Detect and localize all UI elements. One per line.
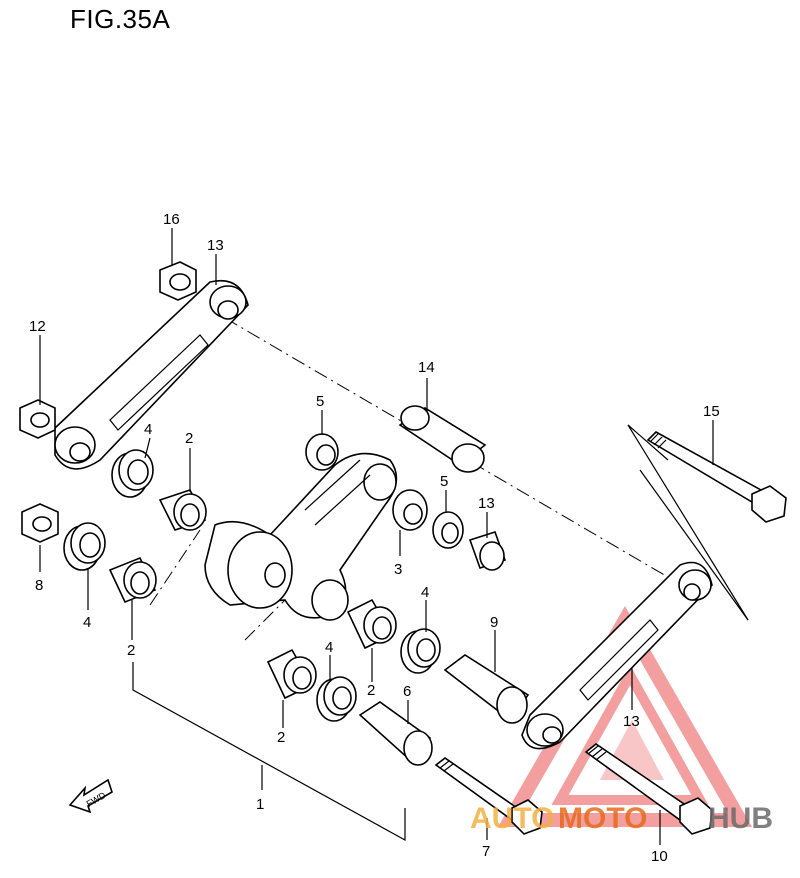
- callout-12: 13: [478, 495, 495, 512]
- assembly-bracket-1: [132, 662, 406, 842]
- callout-2-c: 2: [367, 682, 375, 699]
- oil-seal-4c: [400, 628, 441, 674]
- spacer-12: [468, 531, 507, 571]
- cushion-lever: [204, 452, 398, 621]
- bearing-2a: [158, 489, 207, 531]
- bolt-group-outline: [627, 424, 749, 621]
- cushion-rod-right: [521, 561, 713, 750]
- callout-13-lower: 13: [623, 713, 640, 730]
- callout-2-b: 2: [127, 642, 135, 659]
- callout-6: 6: [403, 683, 411, 700]
- watermark-text-a: AUTO: [470, 802, 554, 835]
- bearing-2b: [108, 556, 157, 604]
- callout-9: 9: [490, 614, 498, 631]
- callout-15: 15: [703, 403, 720, 420]
- callout-14: 14: [418, 359, 435, 376]
- leader-lines: [39, 228, 714, 845]
- oil-seal-4b: [63, 522, 106, 571]
- callout-4-c: 4: [421, 584, 429, 601]
- seal-5b: [432, 511, 464, 549]
- callout-11: 12: [29, 318, 46, 335]
- oil-seal-4d: [316, 676, 357, 722]
- callout-3: 3: [394, 561, 402, 578]
- watermark-text-c: HUB: [708, 802, 773, 835]
- callout-1: 1: [256, 796, 264, 813]
- nut-8: [21, 503, 59, 543]
- figure-title: FIG.35A: [70, 4, 171, 34]
- spacer-14: [398, 405, 487, 473]
- bolt-7: [434, 757, 543, 835]
- watermark-text-b: MOTO: [558, 802, 647, 835]
- callout-2-d: 2: [277, 729, 285, 746]
- callout-16: 16: [163, 211, 180, 228]
- fwd-arrow-icon: FWD: [68, 778, 113, 814]
- callout-4-a: 4: [144, 421, 152, 438]
- nut-16: [159, 261, 197, 301]
- callout-4-b: 4: [83, 614, 91, 631]
- watermark-text: AUTO MOTO HUB: [470, 802, 773, 835]
- nut-11: [19, 399, 56, 439]
- seal-5a: [305, 433, 339, 471]
- bearing-2d: [266, 648, 317, 700]
- callout-4-d: 4: [325, 639, 333, 656]
- callout-5-a: 5: [316, 393, 324, 410]
- callout-7: 7: [482, 843, 490, 860]
- bearing-3: [392, 489, 428, 531]
- callout-2-a: 2: [185, 430, 193, 447]
- callout-labels: 16 13 12 4 2 8 4 2 5 14 3 5 13 15 4 9 4 …: [29, 211, 720, 865]
- cushion-rod-left: [54, 280, 249, 470]
- spacer-9: [443, 654, 530, 724]
- bolt-15: [646, 431, 787, 523]
- spacer-6: [358, 701, 433, 766]
- bolt-10: [584, 743, 713, 835]
- oil-seal-4a: [111, 449, 154, 498]
- callout-5-b: 5: [440, 473, 448, 490]
- bearing-2c: [346, 598, 397, 650]
- callout-13-upper: 13: [207, 237, 224, 254]
- callout-8: 8: [35, 577, 43, 594]
- callout-10: 10: [651, 848, 668, 865]
